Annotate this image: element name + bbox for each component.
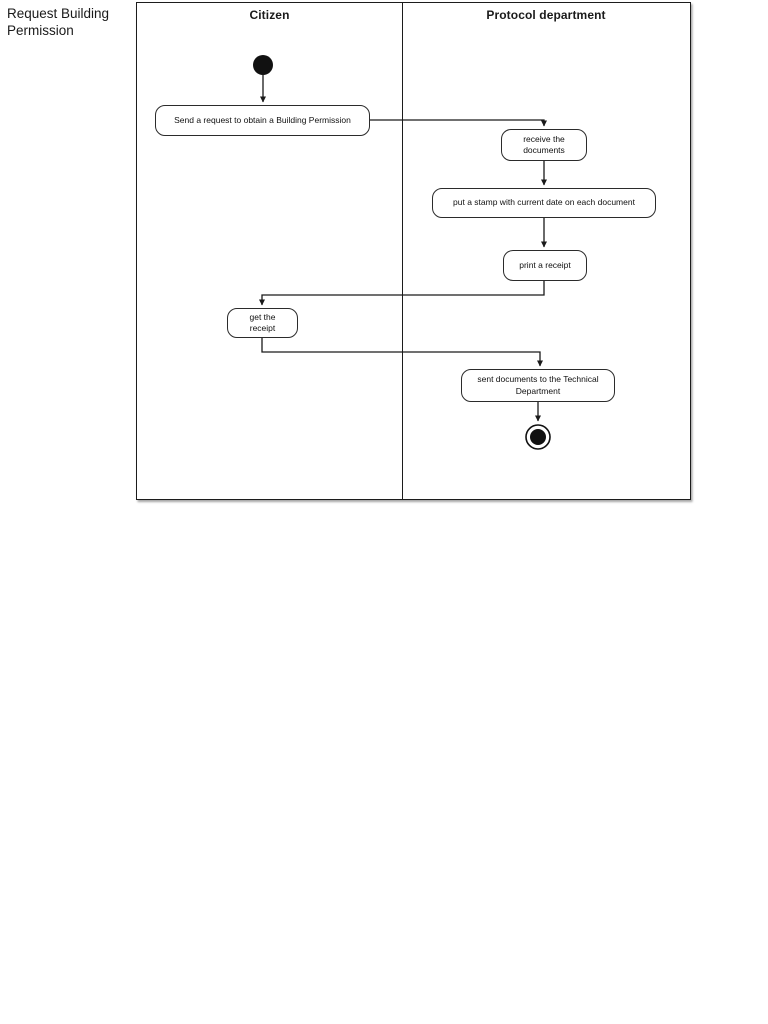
activity-get-receipt-label: get the receipt [249, 311, 276, 333]
activity-send-to-technical-label: sent documents to the Technical Departme… [477, 374, 599, 396]
activity-stamp-documents: put a stamp with current date on each do… [432, 188, 656, 218]
swimlane-frame: Citizen Protocol department [136, 2, 691, 500]
activity-send-request: Send a request to obtain a Building Perm… [155, 105, 370, 136]
activity-stamp-documents-label: put a stamp with current date on each do… [453, 197, 635, 208]
activity-get-receipt: get the receipt [227, 308, 298, 338]
activity-receive-documents: receive the documents [501, 129, 587, 161]
lane-divider [401, 3, 404, 499]
activity-print-receipt-label: print a receipt [519, 259, 571, 270]
activity-print-receipt: print a receipt [503, 250, 587, 281]
lane-header-citizen: Citizen [249, 8, 290, 22]
page-title: Request Building Permission [7, 6, 110, 38]
activity-send-request-label: Send a request to obtain a Building Perm… [174, 114, 351, 125]
activity-receive-documents-label: receive the documents [523, 133, 565, 155]
activity-send-to-technical: sent documents to the Technical Departme… [461, 369, 615, 402]
lane-header-protocol: Protocol department [486, 8, 606, 22]
